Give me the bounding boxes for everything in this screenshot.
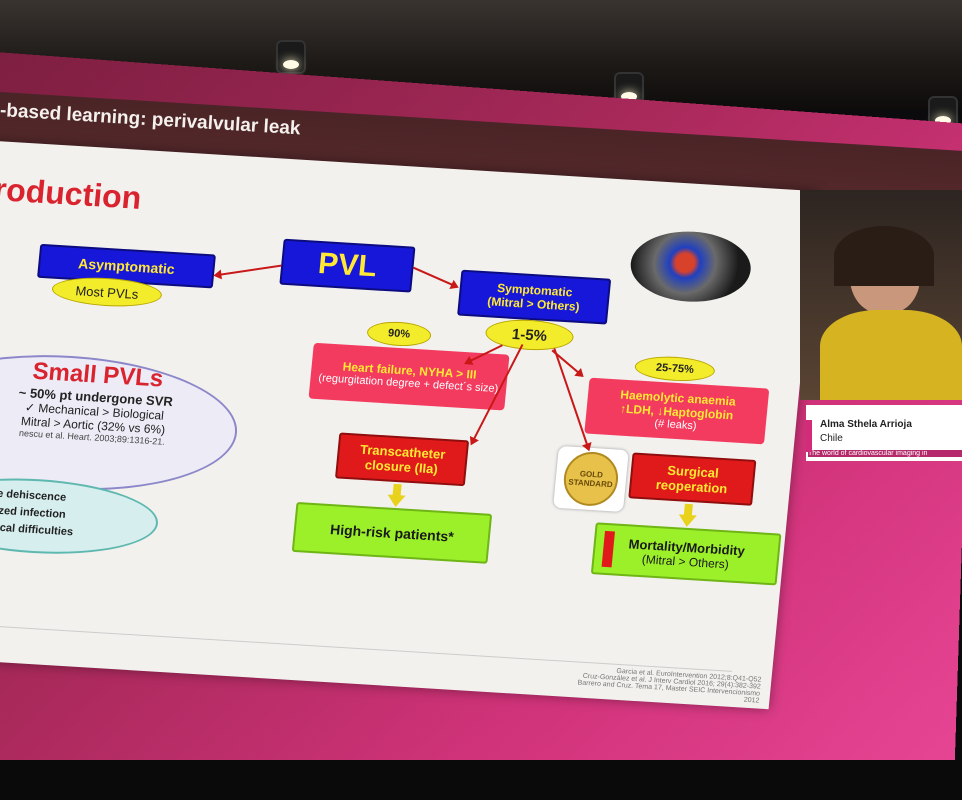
arrow-to-symptomatic <box>413 266 458 288</box>
gold-standard-seal: GOLD STANDARD <box>553 445 629 512</box>
percent-25-75-oval: 25-75% <box>633 354 716 384</box>
causes-list: ✓ Suture dehiscence ✓ Localized infectio… <box>0 483 147 545</box>
percent-90-oval: 90% <box>365 320 433 348</box>
speaker-video <box>800 190 962 400</box>
symptomatic-box: Symptomatic (Mitral > Others) <box>457 269 612 325</box>
down-arrow-icon <box>386 484 406 509</box>
spotlight-icon <box>276 40 306 74</box>
transcatheter-label-2: closure (IIa) <box>364 457 439 477</box>
slide-title: troduction <box>0 170 144 216</box>
down-arrow-icon <box>678 503 698 528</box>
cause-label: Localized infection <box>0 502 67 521</box>
stage-floor <box>0 760 962 800</box>
arrow-to-asymptomatic <box>215 264 282 277</box>
speaker-hair <box>834 226 934 286</box>
citations: Garcia et al. EuroIntervention 2012;8:Q4… <box>569 665 761 705</box>
small-pvls-panel: Small PVLs ~ 50% pt undergone SVR ✓ Mech… <box>0 356 199 449</box>
speaker-tagline: The world of cardiovascular imaging in <box>808 450 962 457</box>
speaker-country: Chile <box>820 433 843 444</box>
haemolytic-sub: (# leaks) <box>653 417 698 433</box>
echocardiogram-image <box>627 228 754 306</box>
high-risk-box: High-risk patients* <box>291 502 493 564</box>
mortality-box: Mortality/Morbidity (Mitral > Others) <box>590 522 782 586</box>
footer-rule <box>0 624 733 672</box>
haemolytic-box: Haemolytic anaemia ↑LDH, ↓Haptoglobin (#… <box>584 377 770 445</box>
transcatheter-box: Transcatheter closure (IIa) <box>334 432 470 487</box>
arrow-to-surgical <box>553 348 590 450</box>
heart-failure-box: Heart failure, NYHA > III (regurgitation… <box>308 342 510 411</box>
slide: troduction PVL Asymptomatic Most PVLs Sy… <box>0 140 819 710</box>
pvl-box: PVL <box>279 238 416 293</box>
name-bar-accent <box>806 420 812 452</box>
cause-label: Suture dehiscence <box>0 485 67 504</box>
speaker-name-bar: Alma Sthela Arrioja Chile The world of c… <box>806 405 962 461</box>
gold-standard-text: GOLD STANDARD <box>561 450 621 508</box>
surgical-box: Surgical reoperation <box>628 452 757 506</box>
speaker-name: Alma Sthela Arrioja <box>820 419 912 430</box>
speaker-jacket <box>820 310 962 400</box>
surgical-label-2: reoperation <box>655 476 729 497</box>
